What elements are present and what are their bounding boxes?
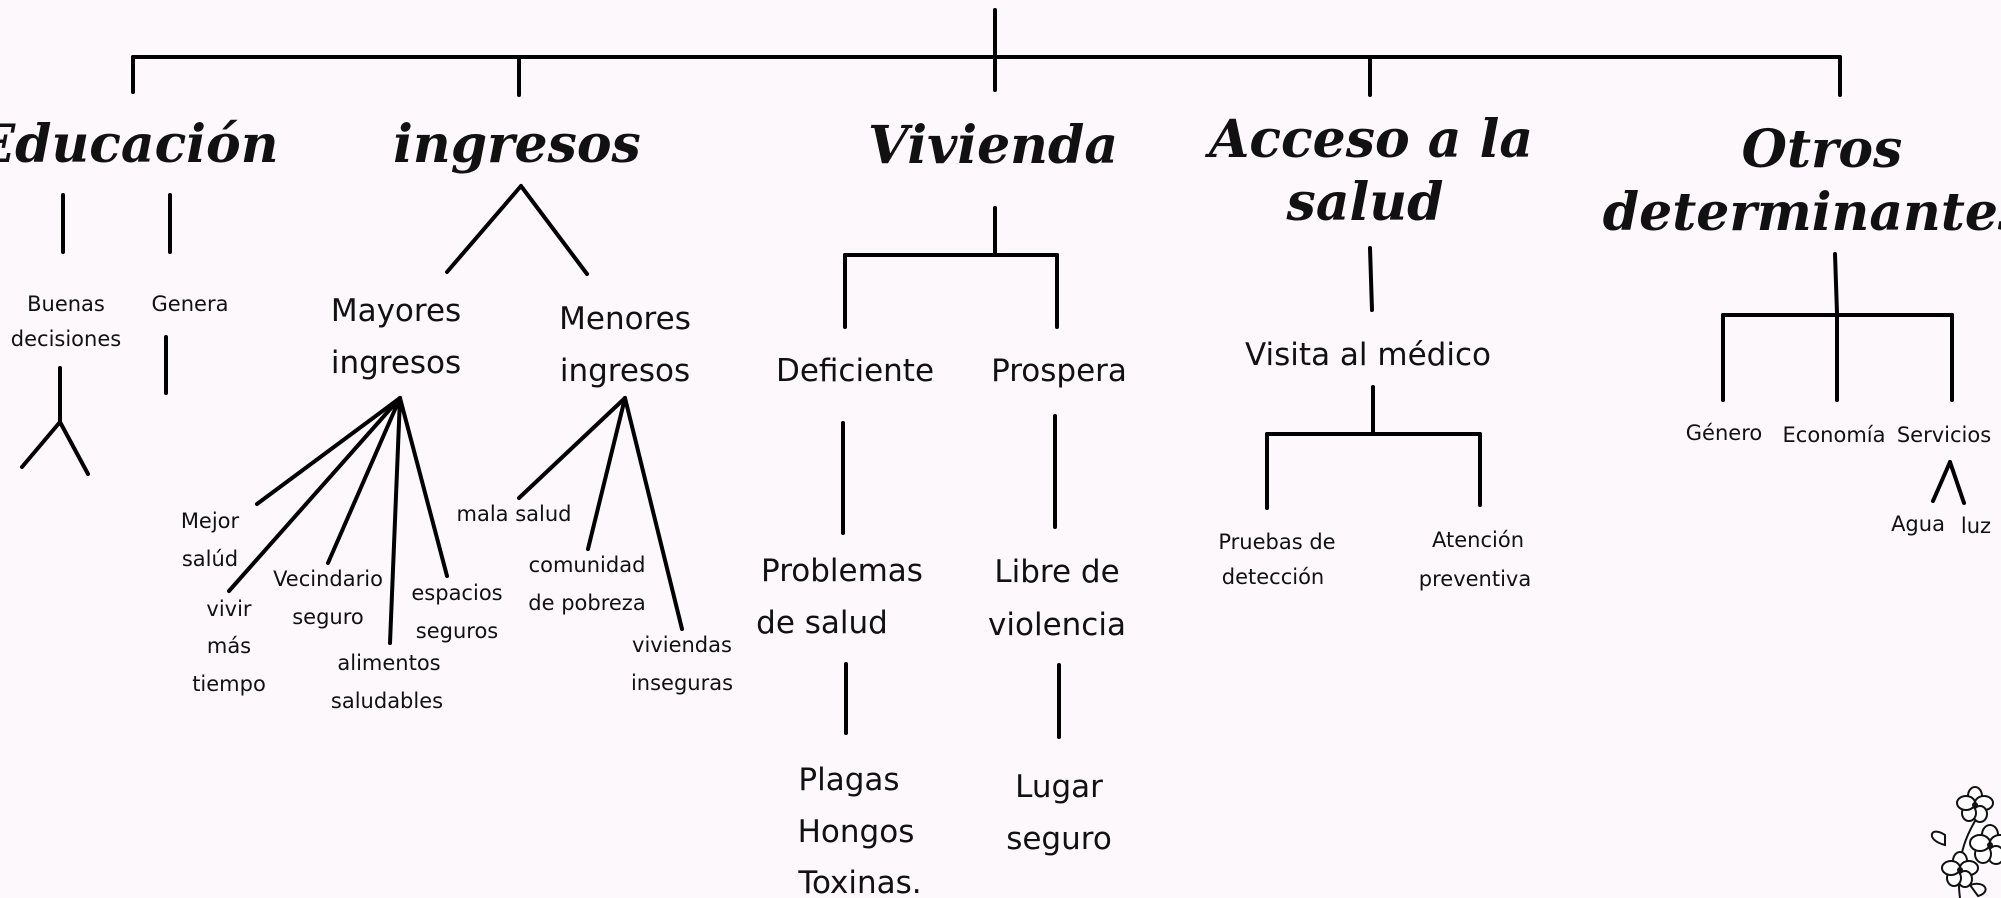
node-vecindario-line1: Vecindario [273,567,383,591]
ing-fork-right [519,184,589,276]
node-comunidad-line1: comunidad [529,553,646,577]
flower-decoration-icon [1930,786,2001,898]
heading-ingresos: ingresos [393,114,641,175]
heading-otros-line2: determinantes [1603,182,2001,243]
heading-vivienda: Vivienda [868,115,1118,176]
node-espacios-line1: espacios [411,581,502,605]
ray-mala-salud [517,396,627,500]
node-buenas-line2: decisiones [11,327,121,351]
node-pruebas-line2: detección [1222,565,1325,589]
node-alimentos-line1: alimentos [337,651,440,675]
ray-vecindario [326,396,402,565]
node-vivir-line2: más [207,634,251,658]
ing-fork-left [445,184,523,274]
node-espacios-line2: seguros [416,619,498,643]
connector-lines [20,8,1966,739]
node-atencion-line1: Atención [1432,528,1524,552]
node-vivir-line1: vivir [206,597,252,621]
ray-espacios [398,396,449,578]
node-servicios: Servicios [1897,423,1991,447]
node-mejor-line2: salúd [182,547,238,571]
node-libre-line2: violencia [988,607,1126,643]
node-alimentos-line2: saludables [331,689,443,713]
node-mejor-line1: Mejor [181,509,240,533]
heading-otros-line1: Otros [1742,119,1903,180]
headings: Educación ingresos Vivienda Acceso a la … [0,109,2001,243]
node-comunidad-line2: de pobreza [528,591,645,615]
serv-fork-left [1931,460,1952,503]
vivienda-nodes: Deficiente Prospera Problemas de salud L… [756,353,1127,898]
otros-nodes: Género Economía Servicios Agua luz [1686,421,1991,538]
node-vecindario-line2: seguro [292,605,364,629]
heading-salud-line1: Acceso a la [1204,109,1533,170]
node-menores-line1: Menores [559,301,691,337]
node-mala-salud: mala salud [457,502,572,526]
node-viviendas-line1: viviendas [632,633,732,657]
node-luz: luz [1961,514,1991,538]
node-mayores-line2: ingresos [331,345,461,381]
ray-comunidad [586,396,627,551]
node-problemas-line1: Problemas [761,553,923,589]
ray-mejor [255,396,402,506]
node-problemas-line2: de salud [756,605,888,641]
edu-buenas-fork-right [58,420,90,476]
node-viviendas-line2: inseguras [631,671,733,695]
node-prospera: Prospera [991,353,1127,389]
otros-stem [1833,252,1839,315]
ray-viviendas [623,396,684,631]
node-pruebas-line1: Pruebas de [1218,530,1335,554]
heading-educacion: Educación [0,114,279,175]
node-atencion-line2: preventiva [1419,567,1531,591]
node-economia: Economía [1783,423,1886,447]
node-hongos: Hongos [798,814,915,850]
node-plagas: Plagas [798,762,899,798]
ray-vivir [227,396,402,593]
node-mayores-line1: Mayores [331,293,461,329]
ingresos-nodes: Mayores ingresos Menores ingresos Mejor … [181,293,733,713]
node-visita: Visita al médico [1245,337,1491,373]
node-menores-line2: ingresos [560,353,690,389]
node-buenas-line1: Buenas [27,292,105,316]
node-genera: Genera [152,292,229,316]
salud-nodes: Visita al médico Pruebas de detección At… [1218,337,1531,591]
node-lugar: Lugar [1015,769,1103,805]
node-seguro: seguro [1006,821,1112,857]
ray-alimentos [388,396,402,645]
edu-buenas-fork-left [20,420,62,469]
educacion-nodes: Buenas decisiones Genera [11,292,229,351]
node-vivir-line3: tiempo [192,672,266,696]
heading-salud-line2: salud [1286,172,1444,233]
salud-stem [1368,246,1374,312]
node-toxinas: Toxinas. [797,865,921,898]
node-agua: Agua [1891,512,1945,536]
node-deficiente: Deficiente [776,353,934,389]
node-genero: Género [1686,421,1762,445]
serv-fork-right [1948,460,1966,505]
node-libre-line1: Libre de [994,554,1119,590]
